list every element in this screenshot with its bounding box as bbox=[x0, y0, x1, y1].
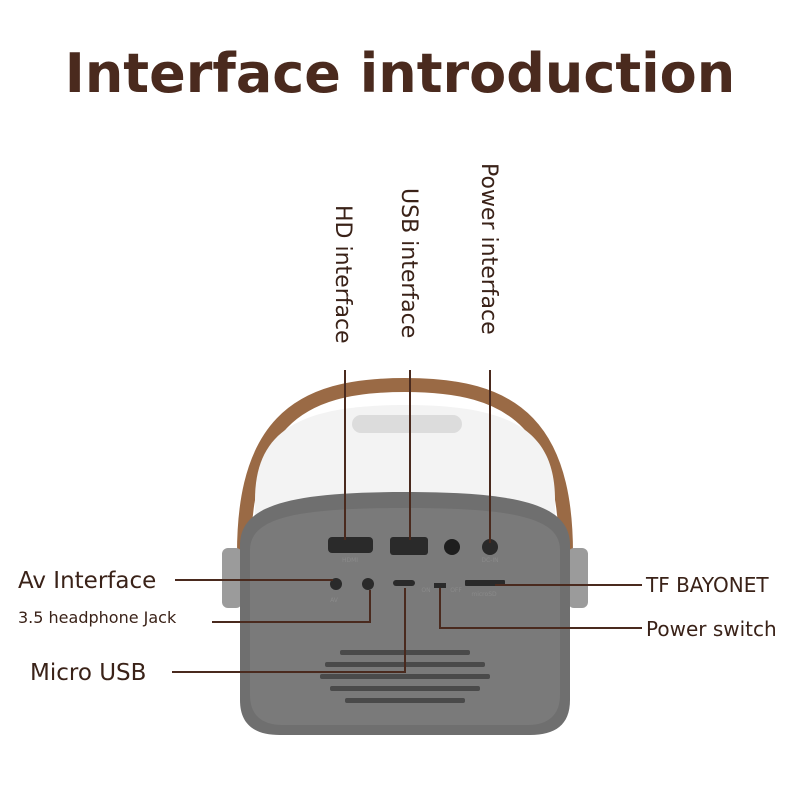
carry-handle bbox=[237, 377, 573, 586]
handle-hinge-left bbox=[222, 548, 242, 608]
micro-usb-leader-line bbox=[172, 588, 406, 673]
headphone-port bbox=[362, 578, 374, 590]
power-switch-leader-line bbox=[439, 588, 642, 629]
av-interface-label: Av Interface bbox=[18, 568, 156, 594]
vent-grille bbox=[320, 650, 490, 703]
headphone-jack-label: 3.5 headphone Jack bbox=[18, 608, 177, 627]
dc-in-port bbox=[482, 539, 498, 555]
dc-in-label: DC-IN bbox=[481, 557, 498, 564]
projector-image: HDMI DC-IN AV ON OFF microSD bbox=[222, 377, 588, 735]
usb-port bbox=[390, 537, 428, 555]
ir-sensor bbox=[444, 539, 460, 555]
headphone-leader-line bbox=[212, 590, 371, 623]
switch-off-label: OFF bbox=[450, 587, 462, 594]
power-interface-label: Power interface bbox=[476, 163, 501, 335]
handle-hinge-right bbox=[568, 548, 588, 608]
page-title: Interface introduction bbox=[65, 42, 735, 105]
power-switch-label: Power switch bbox=[646, 617, 777, 641]
micro-usb-label: Micro USB bbox=[30, 660, 146, 686]
tf-bayonet-label: TF BAYONET bbox=[645, 573, 769, 597]
microsd-label: microSD bbox=[471, 591, 497, 598]
av-port-label: AV bbox=[330, 597, 339, 604]
usb-interface-label: USB interface bbox=[396, 188, 421, 338]
hd-interface-label: HD interface bbox=[330, 205, 355, 344]
hdmi-port-label: HDMI bbox=[342, 557, 358, 564]
power-switch bbox=[434, 583, 446, 588]
top-buttons bbox=[352, 415, 462, 433]
switch-on-label: ON bbox=[421, 587, 430, 594]
hdmi-port bbox=[328, 537, 373, 553]
micro-usb-port bbox=[393, 580, 415, 586]
